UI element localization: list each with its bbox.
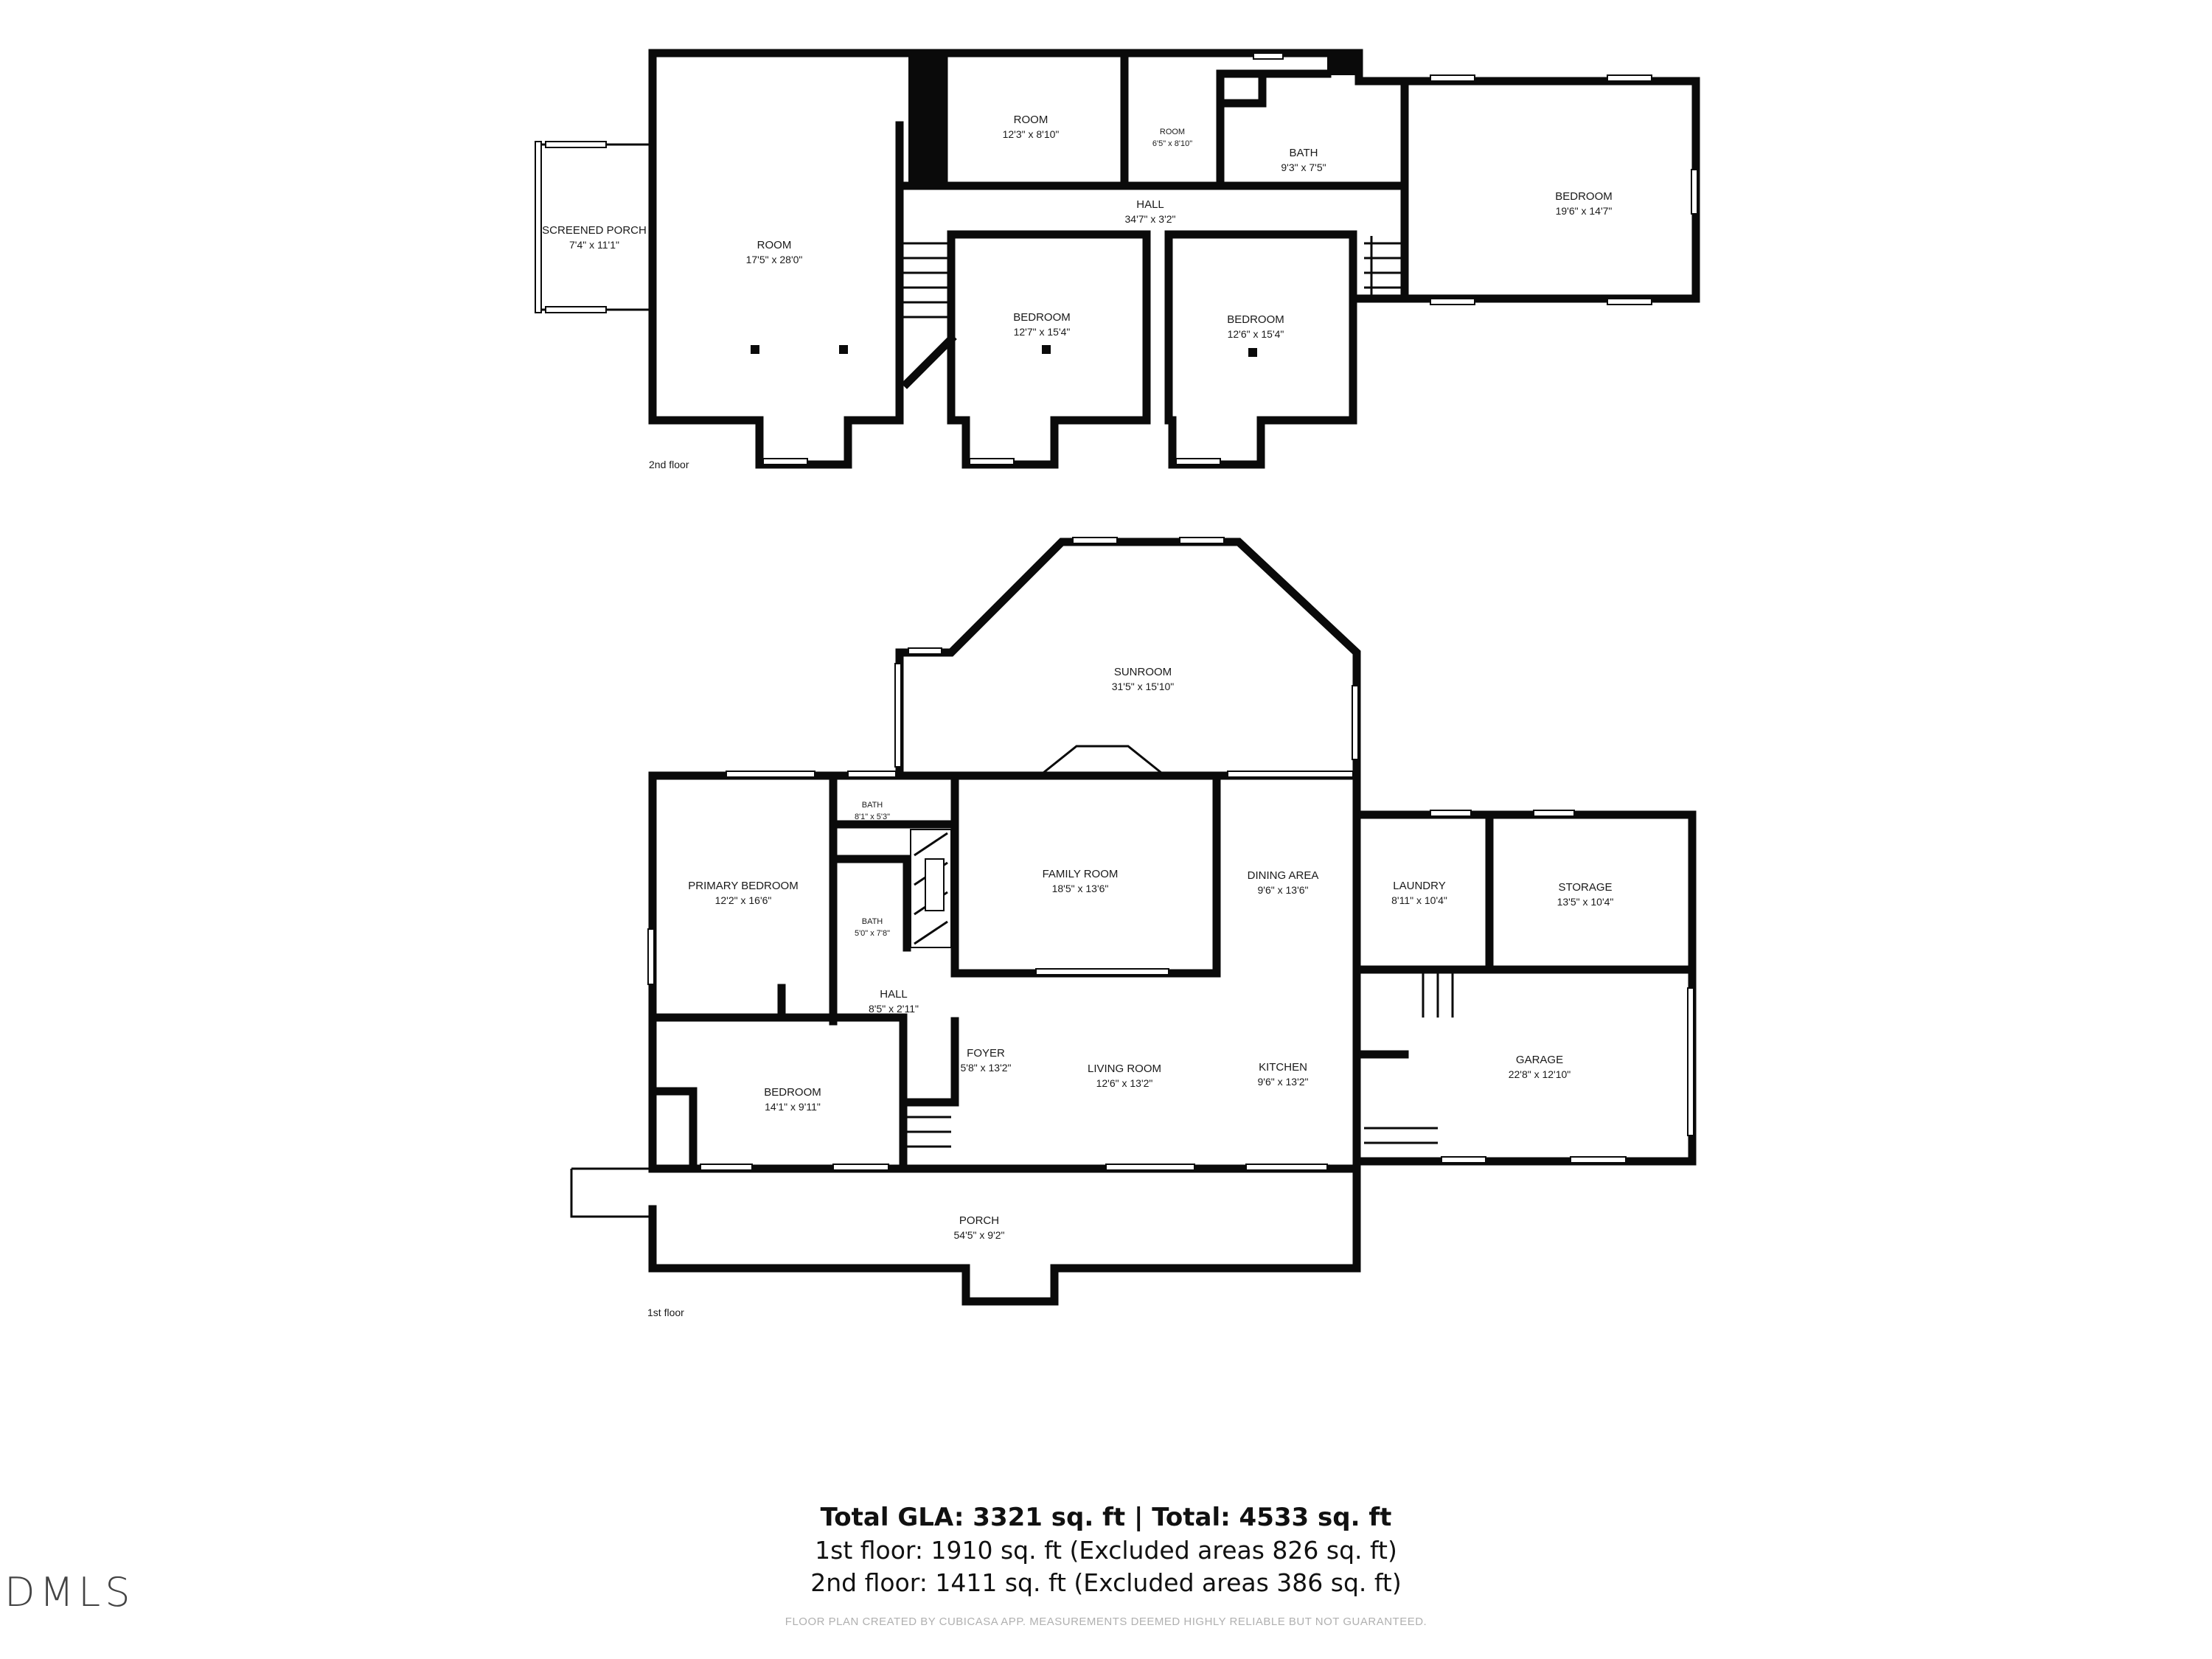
hall-1f-name: HALL <box>880 988 908 1001</box>
foyer-dims: 5'8" x 13'2" <box>961 1062 1012 1074</box>
first-floor-plan: SUNROOM 31'5" x 15'10" BATH 8'1" x 5'3" … <box>570 537 1697 1318</box>
second-floor-plan: SCREENED PORCH 7'4" x 11'1" ROOM 17'5" x… <box>535 49 1700 470</box>
garage-name: GARAGE <box>1516 1054 1563 1066</box>
kitchen-name: KITCHEN <box>1259 1061 1307 1074</box>
room-a-dims: 12'3" x 8'10" <box>1003 128 1060 140</box>
bedroom-3-name: BEDROOM <box>1555 190 1613 203</box>
sunroom-dims: 31'5" x 15'10" <box>1112 681 1175 692</box>
bedroom-1-dims: 12'7" x 15'4" <box>1014 326 1071 338</box>
mls-logo: DMLS <box>4 1569 135 1615</box>
laundry-name: LAUNDRY <box>1393 880 1445 892</box>
primary-bedroom-name: PRIMARY BEDROOM <box>688 880 798 892</box>
second-floor-label: 2nd floor <box>649 459 689 470</box>
living-room-name: LIVING ROOM <box>1088 1062 1161 1075</box>
hall-2f-dims: 34'7" x 3'2" <box>1125 213 1176 225</box>
second-floor-area: 2nd floor: 1411 sq. ft (Excluded areas 3… <box>810 1568 1402 1597</box>
screened-porch-dims: 7'4" x 11'1" <box>569 239 619 251</box>
porch-name: PORCH <box>959 1214 999 1227</box>
living-room-dims: 12'6" x 13'2" <box>1096 1077 1153 1089</box>
room-b-name: ROOM <box>1160 128 1185 136</box>
garage-dims: 22'8" x 12'10" <box>1509 1068 1571 1080</box>
storage-dims: 13'5" x 10'4" <box>1557 896 1614 908</box>
disclaimer-text: FLOOR PLAN CREATED BY CUBICASA APP. MEAS… <box>785 1615 1427 1628</box>
bedroom-1f-dims: 14'1" x 9'11" <box>765 1101 821 1113</box>
bath-2-dims: 5'0" x 7'8" <box>855 929 890 938</box>
area-summary: Total GLA: 3321 sq. ft | Total: 4533 sq.… <box>0 1500 2212 1599</box>
room-a-name: ROOM <box>1014 114 1048 126</box>
screened-porch-name: SCREENED PORCH <box>542 224 647 237</box>
primary-bedroom-dims: 12'2" x 16'6" <box>715 894 772 906</box>
bedroom-3-dims: 19'6" x 14'7" <box>1556 205 1613 217</box>
bedroom-2-name: BEDROOM <box>1227 313 1284 326</box>
dining-area-dims: 9'6" x 13'6" <box>1258 884 1309 896</box>
bath-1-name: BATH <box>862 801 883 810</box>
bedroom-1f-name: BEDROOM <box>764 1086 821 1099</box>
sunroom-name: SUNROOM <box>1114 666 1172 678</box>
porch-dims: 54'5" x 9'2" <box>954 1229 1005 1241</box>
bedroom-2-dims: 12'6" x 15'4" <box>1228 328 1284 340</box>
first-floor-area: 1st floor: 1910 sq. ft (Excluded areas 8… <box>815 1536 1397 1565</box>
bedroom-1-name: BEDROOM <box>1013 311 1071 324</box>
bath-2f-dims: 9'3" x 7'5" <box>1281 161 1326 173</box>
hall-2f-name: HALL <box>1136 198 1164 211</box>
first-floor-label: 1st floor <box>647 1307 684 1318</box>
kitchen-dims: 9'6" x 13'2" <box>1258 1076 1309 1088</box>
room-b-dims: 6'5" x 8'10" <box>1152 139 1192 148</box>
dining-area-name: DINING AREA <box>1248 869 1319 882</box>
large-room-name: ROOM <box>757 239 792 251</box>
bath-2-name: BATH <box>862 917 883 926</box>
large-room-dims: 17'5" x 28'0" <box>746 254 803 265</box>
total-area: Total GLA: 3321 sq. ft | Total: 4533 sq.… <box>820 1503 1392 1532</box>
laundry-dims: 8'11" x 10'4" <box>1391 894 1447 906</box>
family-room-name: FAMILY ROOM <box>1043 868 1119 880</box>
hall-1f-dims: 8'5" x 2'11" <box>869 1003 919 1015</box>
bath-2f-name: BATH <box>1290 147 1318 159</box>
bath-1-dims: 8'1" x 5'3" <box>855 813 890 821</box>
foyer-name: FOYER <box>967 1047 1005 1060</box>
family-room-dims: 18'5" x 13'6" <box>1052 883 1109 894</box>
storage-name: STORAGE <box>1558 881 1612 894</box>
